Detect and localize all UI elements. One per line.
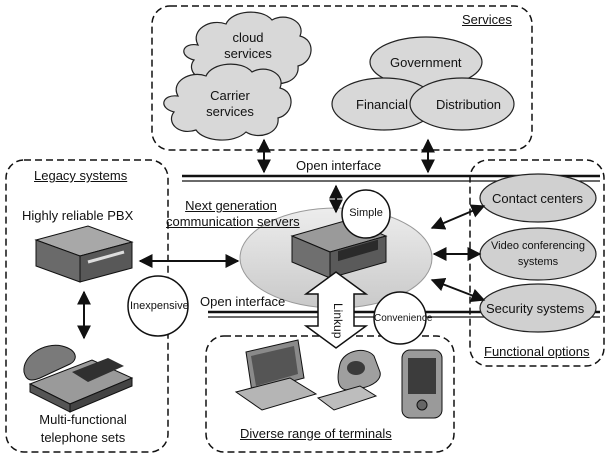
carrier-services-label-line2: services bbox=[206, 104, 254, 119]
security-systems-label: Security systems bbox=[486, 301, 585, 316]
cloud-services-label-line2: services bbox=[224, 46, 272, 61]
legacy-group-box bbox=[5, 159, 169, 453]
phone-label-line2: telephone sets bbox=[40, 430, 126, 445]
cellphone-icon bbox=[316, 349, 381, 411]
open-interface-bottom-label: Open interface bbox=[200, 294, 286, 309]
functional-group-box bbox=[469, 159, 605, 367]
carrier-services-label-line1: Carrier bbox=[210, 88, 250, 103]
telephone-icon bbox=[23, 344, 134, 413]
pbx-label: Highly reliable PBX bbox=[22, 208, 134, 223]
government-label: Government bbox=[390, 55, 462, 70]
inexpensive-circle bbox=[127, 275, 189, 337]
contact-centers-ellipse bbox=[479, 173, 597, 223]
distribution-ellipse bbox=[409, 77, 515, 131]
linkup-arrow bbox=[303, 271, 369, 349]
video-label-line1: Video conferencing bbox=[491, 240, 585, 252]
pbx-box-icon bbox=[34, 225, 134, 283]
convenience-label: Convenience bbox=[374, 313, 433, 324]
security-systems-ellipse bbox=[479, 283, 597, 333]
inexpensive-label: Inexpensive bbox=[130, 300, 189, 312]
phone-label-line1: Multi-functional bbox=[39, 412, 127, 427]
services-title: Services bbox=[462, 12, 512, 27]
pda-icon bbox=[401, 349, 443, 419]
open-interface-top-label: Open interface bbox=[296, 158, 382, 173]
financial-label: Financial bbox=[356, 97, 409, 112]
simple-label: Simple bbox=[349, 207, 383, 219]
convenience-circle bbox=[373, 291, 427, 345]
video-label-line2: systems bbox=[517, 256, 559, 268]
laptop-icon bbox=[234, 339, 318, 411]
contact-centers-label: Contact centers bbox=[492, 191, 584, 206]
next-gen-title-line1: Next generation bbox=[185, 198, 277, 213]
video-conferencing-ellipse bbox=[479, 227, 597, 281]
distribution-label: Distribution bbox=[436, 97, 502, 112]
carrier-services-cloud bbox=[163, 63, 292, 141]
simple-circle bbox=[341, 189, 391, 239]
functional-options-title: Functional options bbox=[484, 344, 590, 359]
cloud-services-label-line1: cloud bbox=[232, 30, 264, 45]
legacy-title: Legacy systems bbox=[34, 168, 128, 183]
terminals-title: Diverse range of terminals bbox=[240, 426, 392, 441]
next-gen-title-line2: communication servers bbox=[166, 214, 300, 229]
linkup-label: Linkup bbox=[331, 303, 345, 339]
connector-arrows bbox=[77, 138, 486, 340]
services-group-box bbox=[151, 5, 533, 151]
